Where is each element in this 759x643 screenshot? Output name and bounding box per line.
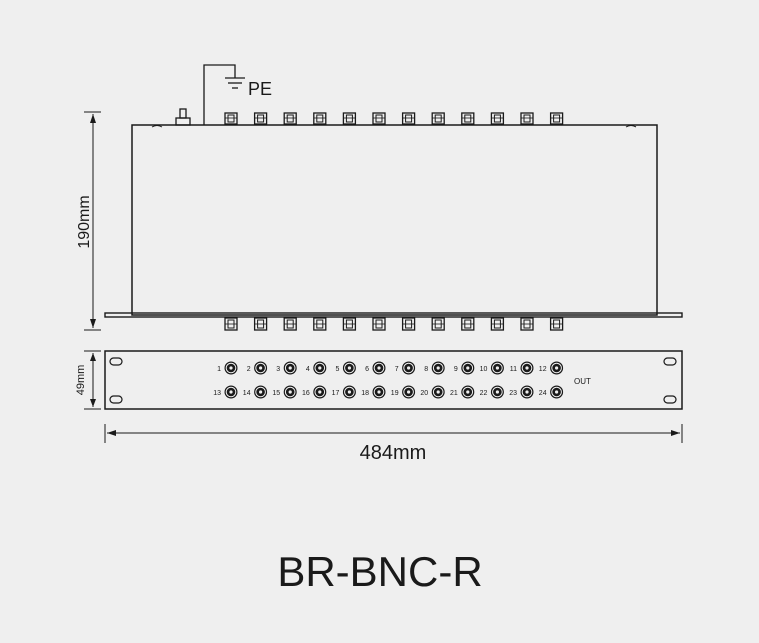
bnc-connector-top [461, 112, 475, 125]
bnc-port: 6 [365, 361, 386, 375]
bnc-connector-top [431, 112, 445, 125]
bnc-port: 13 [213, 385, 238, 399]
bnc-connector-bottom [520, 317, 534, 331]
bnc-connector-top [283, 112, 297, 125]
port-number: 4 [306, 366, 310, 373]
port-number: 5 [335, 366, 339, 373]
bnc-connector-bottom [401, 317, 416, 331]
ground-terminal [175, 108, 191, 126]
bnc-port: 21 [450, 385, 475, 399]
bnc-connector-top [401, 112, 416, 125]
port-number: 7 [395, 366, 399, 373]
port-number: 3 [276, 366, 280, 373]
port-number: 22 [480, 390, 488, 397]
rack-slot [109, 357, 123, 366]
bnc-connector-top [313, 112, 327, 125]
bnc-port: 4 [306, 361, 327, 375]
height-label-top: 190mm [76, 195, 93, 248]
width-dimension: 484mm [104, 424, 683, 464]
bnc-connector-top [253, 112, 268, 125]
port-number: 11 [510, 366, 517, 373]
bnc-connector-bottom [461, 317, 475, 331]
ground-icon [203, 64, 245, 125]
bnc-port: 19 [391, 385, 416, 399]
bnc-connector-top [520, 112, 534, 125]
bnc-connector-bottom [313, 317, 327, 331]
rack-slot [663, 395, 677, 404]
top-view: PE 190mm [76, 64, 683, 331]
height-label-front: 49mm [75, 365, 87, 396]
bnc-connector-bottom [431, 317, 445, 331]
output-label: OUT [574, 377, 591, 386]
port-number: 14 [243, 390, 251, 397]
bnc-port: 3 [276, 361, 297, 375]
bnc-connector-bottom [549, 317, 564, 331]
bnc-port: 1 [217, 361, 238, 375]
bnc-connector-bottom [372, 317, 386, 331]
bnc-connector-bottom [253, 317, 268, 331]
bnc-port: 11 [510, 361, 534, 375]
bnc-connector-bottom [490, 317, 505, 331]
bnc-port: 5 [335, 361, 356, 375]
bnc-port: 8 [424, 361, 445, 375]
model-name: BR-BNC-R [277, 548, 482, 595]
port-number: 1 [217, 366, 221, 373]
bnc-port: 2 [247, 361, 268, 375]
port-number: 8 [424, 366, 428, 373]
bnc-port: 9 [454, 361, 475, 375]
height-dimension-top: 190mm [76, 111, 101, 331]
port-number: 17 [332, 390, 340, 397]
port-number: 2 [247, 366, 251, 373]
port-number: 20 [420, 390, 428, 397]
bnc-connector-bottom [342, 317, 357, 331]
port-number: 21 [450, 390, 458, 397]
bnc-connector-top [372, 112, 386, 125]
front-panel-body [104, 350, 683, 410]
port-number: 16 [302, 390, 310, 397]
port-number: 23 [509, 390, 517, 397]
ground-label: PE [248, 79, 272, 99]
bnc-connector-bottom [283, 317, 297, 331]
bnc-connector-top [490, 112, 505, 125]
rack-slot [663, 357, 677, 366]
port-number: 10 [480, 366, 488, 373]
port-number: 6 [365, 366, 369, 373]
bnc-port: 15 [272, 385, 297, 399]
bnc-connector-top [224, 112, 238, 125]
rack-slot [109, 395, 123, 404]
port-number: 9 [454, 366, 458, 373]
port-number: 15 [272, 390, 280, 397]
bnc-port: 23 [509, 385, 534, 399]
bnc-port: 14 [243, 385, 268, 399]
bnc-connector-bottom [224, 317, 238, 331]
port-number: 12 [539, 366, 547, 373]
width-label: 484mm [360, 442, 427, 464]
mounting-flange [104, 312, 683, 318]
bnc-connector-top [549, 112, 564, 125]
bnc-port: 20 [420, 385, 445, 399]
top-connectors [224, 112, 564, 125]
bottom-connectors [224, 317, 564, 331]
port-number: 19 [391, 390, 399, 397]
port-number: 13 [213, 390, 221, 397]
port-number: 18 [361, 390, 369, 397]
bnc-port: 17 [332, 385, 356, 399]
bnc-port: 16 [302, 385, 327, 399]
bnc-port: 7 [395, 361, 416, 375]
bnc-port: 12 [539, 361, 564, 375]
bnc-port: 10 [480, 361, 504, 375]
port-number: 24 [539, 390, 547, 397]
top-view-body [131, 124, 658, 316]
bnc-port: 24 [539, 385, 564, 399]
bnc-port: 18 [361, 385, 386, 399]
bnc-port: 22 [480, 385, 504, 399]
height-dimension-front: 49mm [75, 350, 101, 410]
bnc-connector-top [342, 112, 357, 125]
